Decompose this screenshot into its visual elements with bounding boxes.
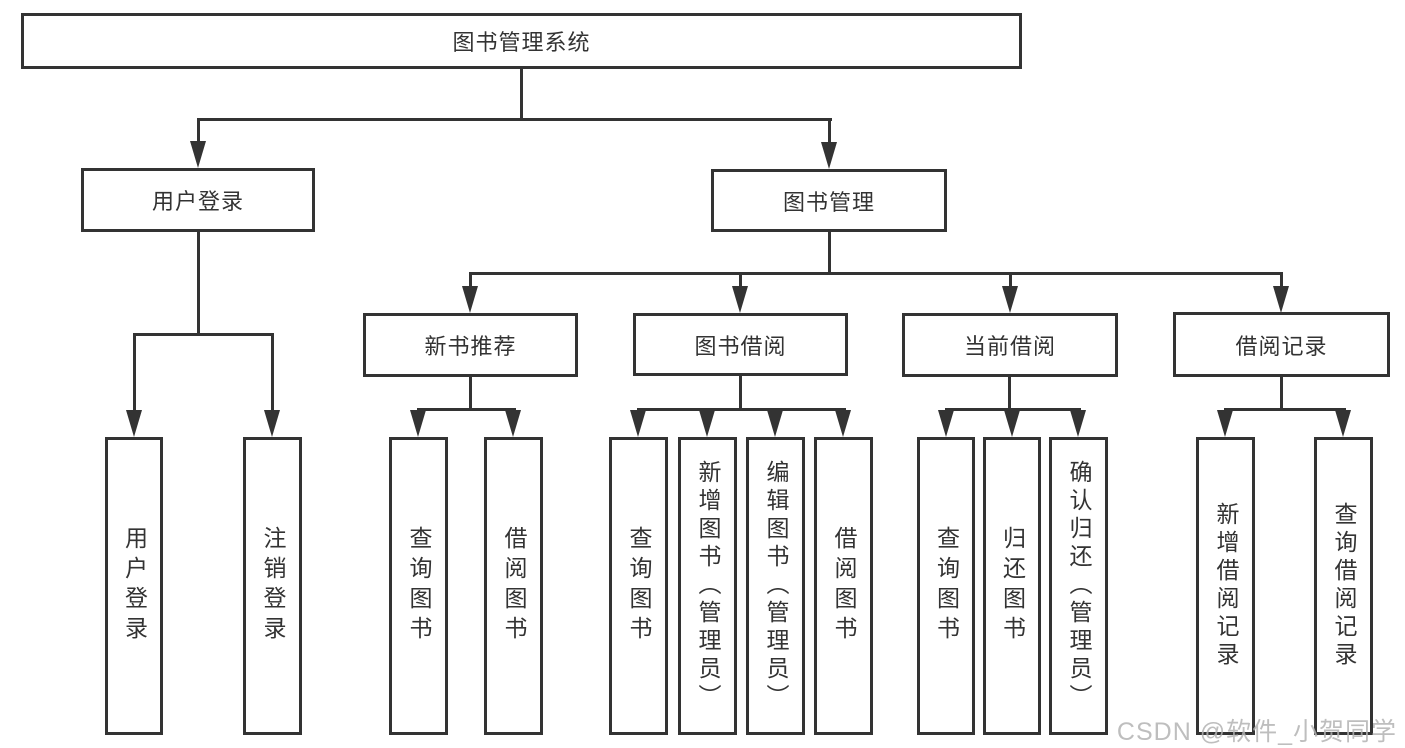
node-label: 图书管理 — [782, 189, 875, 215]
node-current-borrowing: 当前借阅 — [902, 313, 1118, 377]
connector-line — [1009, 272, 1012, 289]
leaf-borrow-books: 借阅图书 — [484, 437, 543, 735]
connector-line — [945, 408, 1081, 411]
leaf-query-books: 查询图书 — [917, 437, 975, 735]
node-label: 编辑图书（管理员） — [763, 460, 789, 712]
connector-line — [133, 333, 136, 413]
arrowhead-down — [699, 410, 715, 437]
leaf-edit-book-admin: 编辑图书（管理员） — [746, 437, 805, 735]
arrowhead-down — [1004, 410, 1020, 437]
connector-line — [197, 118, 200, 144]
connector-line — [739, 376, 742, 408]
arrowhead-down — [938, 410, 954, 437]
arrowhead-down — [732, 286, 748, 313]
arrowhead-down — [630, 410, 646, 437]
connector-line — [739, 272, 742, 289]
node-label: 借阅图书 — [831, 526, 857, 646]
leaf-return-books: 归还图书 — [983, 437, 1041, 735]
node-label: 查询图书 — [626, 526, 652, 646]
connector-line — [828, 118, 831, 145]
node-label: 图书管理系统 — [452, 30, 591, 55]
leaf-borrow-books: 借阅图书 — [814, 437, 873, 735]
connector-line — [828, 232, 831, 272]
arrowhead-down — [1273, 286, 1289, 313]
connector-line — [469, 272, 472, 289]
arrowhead-down — [505, 410, 521, 437]
connector-line — [417, 408, 516, 411]
arrowhead-down — [1002, 286, 1018, 313]
csdn-watermark: CSDN @软件_小贺同学 — [1116, 718, 1397, 746]
arrowhead-down — [767, 410, 783, 437]
node-label: 用户登录 — [151, 189, 244, 214]
node-label: 注销登录 — [260, 526, 286, 646]
arrowhead-down — [462, 286, 478, 313]
leaf-query-borrow-record: 查询借阅记录 — [1314, 437, 1373, 735]
arrowhead-down — [1217, 410, 1233, 437]
connector-line — [1008, 377, 1011, 408]
node-label: 查询借阅记录 — [1331, 502, 1357, 670]
leaf-logout: 注销登录 — [243, 437, 302, 735]
connector-line — [1280, 272, 1283, 289]
node-library-management-system: 图书管理系统 — [21, 13, 1022, 69]
arrowhead-down — [190, 141, 206, 168]
leaf-add-borrow-record: 新增借阅记录 — [1196, 437, 1255, 735]
arrowhead-down — [410, 410, 426, 437]
connector-line — [1224, 408, 1346, 411]
arrowhead-down — [126, 410, 142, 437]
node-label: 新增借阅记录 — [1213, 502, 1239, 670]
connector-line — [197, 118, 832, 121]
node-label: 新增图书（管理员） — [695, 460, 721, 712]
node-book-management: 图书管理 — [711, 169, 947, 232]
leaf-confirm-return-admin: 确认归还（管理员） — [1049, 437, 1108, 735]
connector-line — [133, 333, 274, 336]
node-borrowing-records: 借阅记录 — [1173, 312, 1390, 377]
node-label: 新书推荐 — [424, 334, 517, 359]
node-label: 查询图书 — [406, 526, 432, 646]
node-label: 当前借阅 — [963, 334, 1056, 359]
node-label: 借阅记录 — [1235, 333, 1328, 359]
node-label: 归还图书 — [999, 526, 1026, 646]
leaf-query-books: 查询图书 — [389, 437, 448, 735]
leaf-query-books: 查询图书 — [609, 437, 668, 735]
node-label: 图书借阅 — [694, 333, 787, 359]
connector-line — [469, 377, 472, 408]
node-label: 用户登录 — [121, 526, 148, 646]
node-label: 确认归还（管理员） — [1066, 460, 1092, 712]
node-new-book-recommend: 新书推荐 — [363, 313, 578, 377]
connector-line — [197, 232, 200, 333]
node-label: 查询图书 — [933, 526, 960, 646]
arrowhead-down — [1335, 410, 1351, 437]
arrowhead-down — [1070, 410, 1086, 437]
connector-line — [271, 333, 274, 413]
node-label: 借阅图书 — [501, 526, 527, 646]
node-book-borrowing: 图书借阅 — [633, 313, 848, 376]
connector-line — [637, 408, 846, 411]
leaf-user-login: 用户登录 — [105, 437, 163, 735]
connector-line — [1280, 377, 1283, 408]
node-user-login: 用户登录 — [81, 168, 315, 232]
arrowhead-down — [821, 142, 837, 169]
leaf-add-book-admin: 新增图书（管理员） — [678, 437, 737, 735]
connector-line — [520, 69, 523, 121]
arrowhead-down — [835, 410, 851, 437]
arrowhead-down — [264, 410, 280, 437]
connector-line — [469, 272, 1283, 275]
